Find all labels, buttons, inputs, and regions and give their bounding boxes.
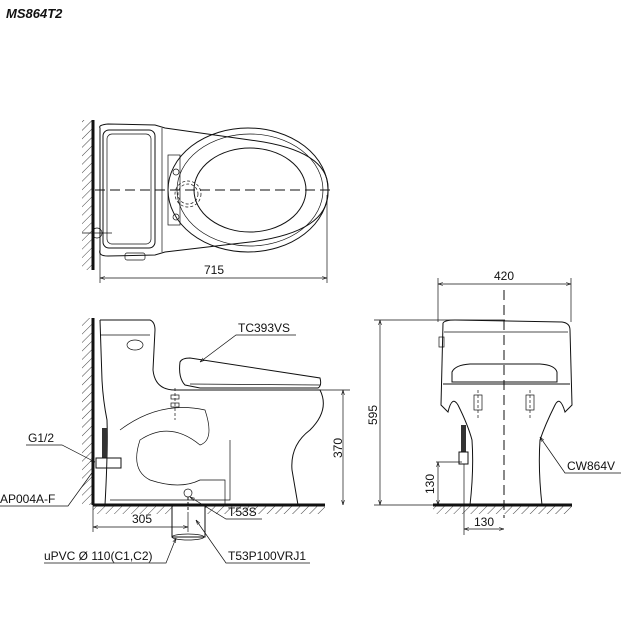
label-body: CW864V: [567, 459, 615, 473]
drain-pipe: [171, 504, 206, 538]
model-title: MS864T2: [6, 6, 63, 21]
label-seat: TC393VS: [238, 321, 290, 335]
wall-hatch: [82, 120, 93, 270]
body-left: [440, 322, 474, 506]
dim-370: 370: [331, 438, 345, 458]
label-flange: T53S: [228, 505, 257, 519]
supply-hose: [461, 425, 466, 452]
button: [124, 252, 146, 261]
flush-lever: [438, 336, 445, 348]
dim-595: 595: [366, 405, 380, 425]
dim-305: 305: [132, 512, 152, 526]
seat-lid: [179, 357, 322, 389]
label-pipe: uPVC Ø 110(C1,C2): [44, 549, 153, 563]
top-view: 715: [82, 120, 332, 283]
body-right: [442, 319, 573, 506]
front-view: 420 595 130 130 CW864V: [366, 269, 621, 535]
flush-lever: [126, 339, 144, 351]
dim-130-vertical: 130: [423, 474, 437, 494]
angle-valve: [95, 457, 122, 469]
toilet-body-outline: [100, 319, 324, 506]
label-connector: T53P100VRJ1: [228, 549, 306, 563]
seat-front: [451, 363, 558, 383]
label-inlet: G1/2: [28, 431, 54, 445]
dim-130-horizontal: 130: [474, 515, 494, 529]
dim-715: 715: [204, 263, 224, 277]
dim-420: 420: [494, 269, 514, 283]
tank-top: [102, 129, 156, 249]
supply-hose: [102, 428, 107, 458]
side-view: 370 305 TC393VS G1/2 AP004A-F T53S T53P1…: [0, 318, 350, 564]
label-valve: AP004A-F: [0, 492, 55, 506]
